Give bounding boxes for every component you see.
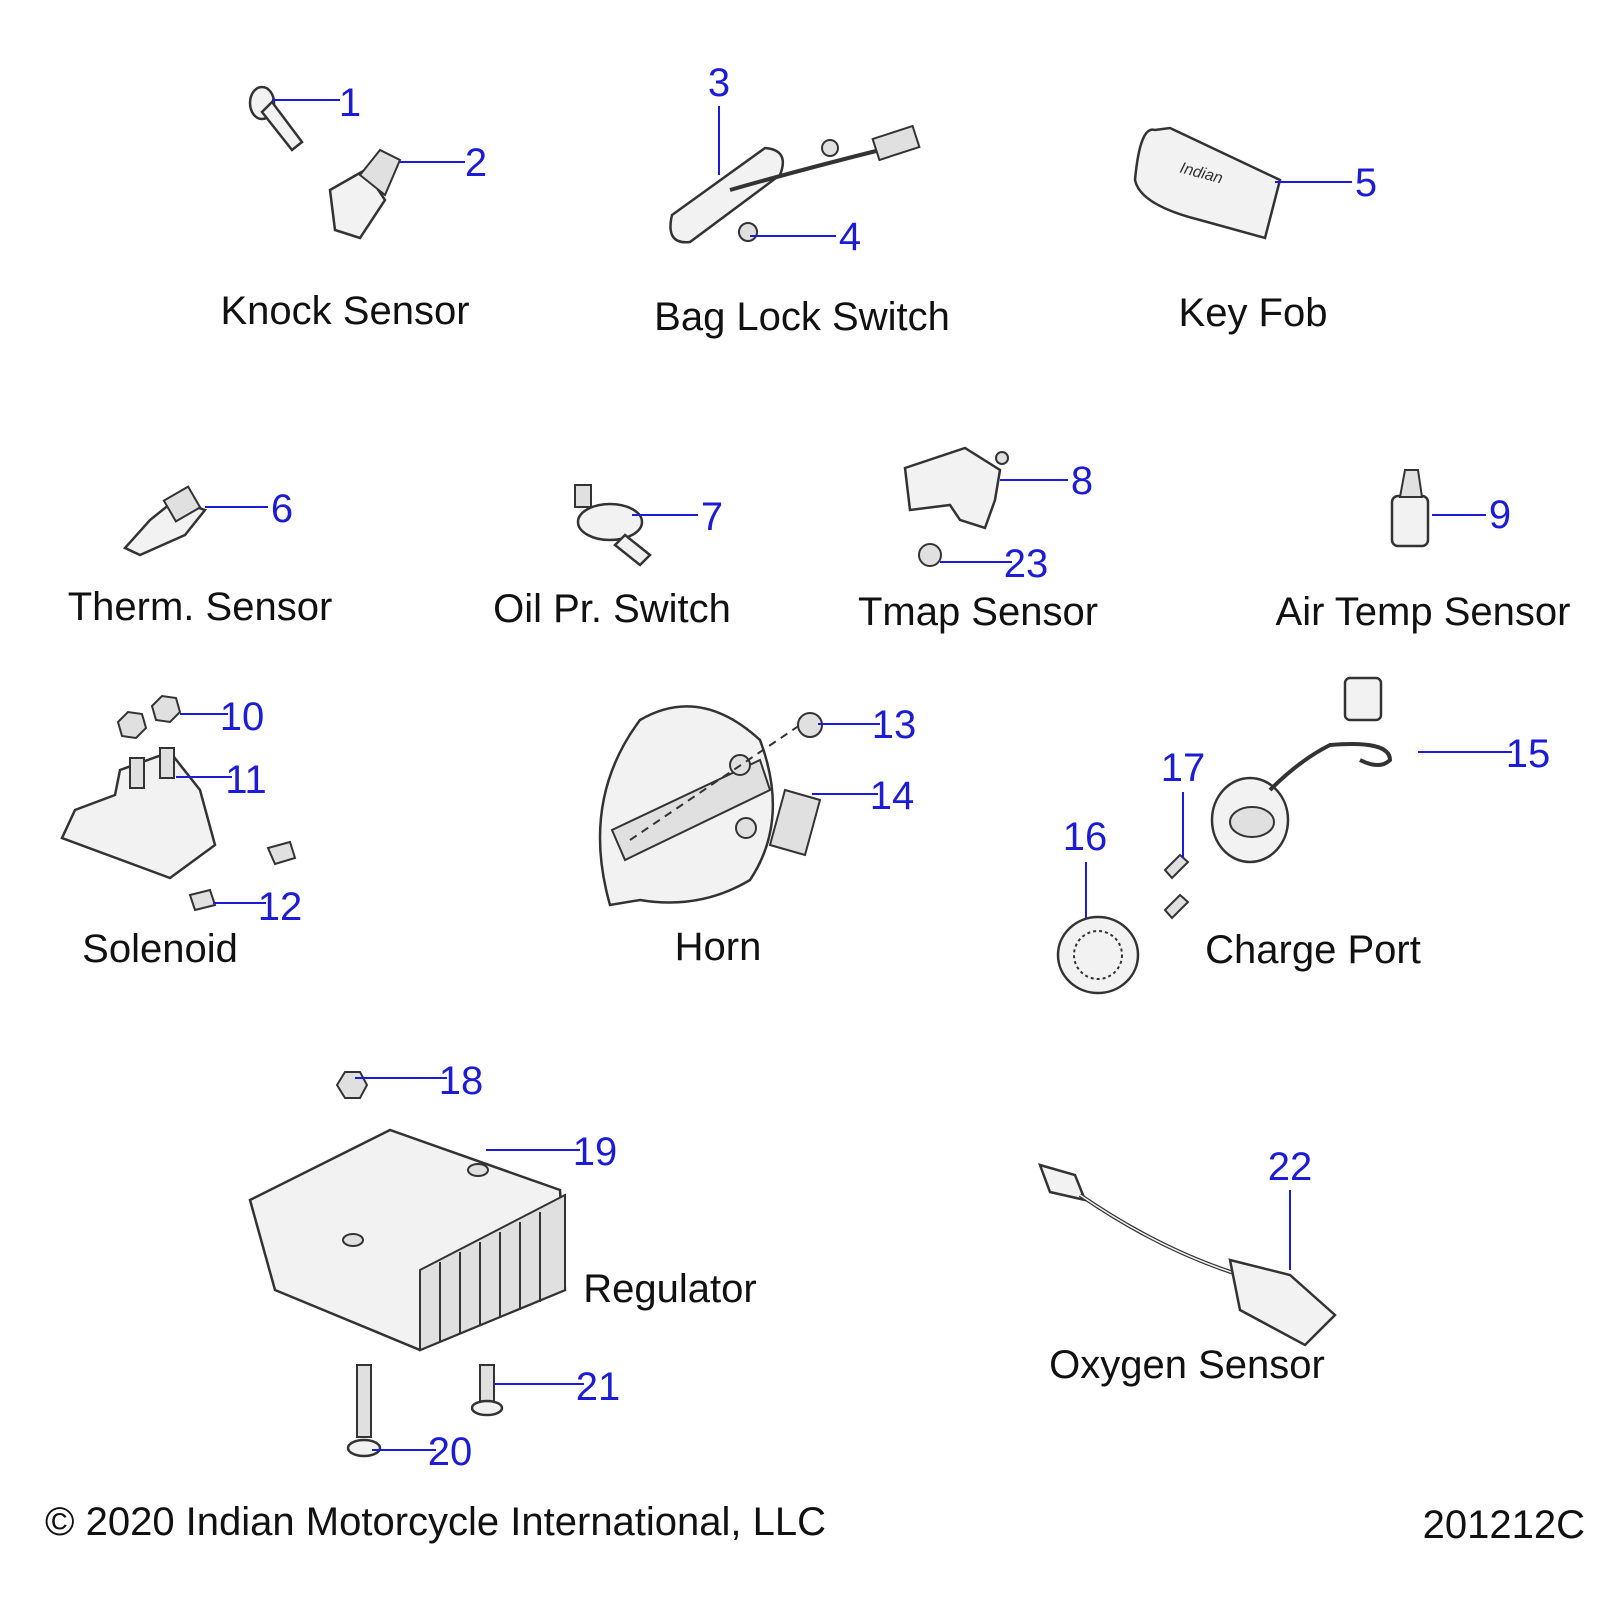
callout-number-22[interactable]: 22 — [1268, 1145, 1313, 1189]
group-label-baglock: Bag Lock Switch — [654, 295, 950, 339]
group-label-tmap: Tmap Sensor — [858, 590, 1098, 634]
part-23-screw[interactable] — [918, 543, 942, 567]
callout-number-3[interactable]: 3 — [708, 61, 730, 105]
callout-number-4[interactable]: 4 — [839, 215, 861, 259]
callout-number-7[interactable]: 7 — [701, 495, 723, 539]
part-9-air-temp-sensor[interactable] — [1390, 469, 1430, 548]
part-7-oil-pressure-switch[interactable] — [574, 484, 652, 567]
part-12-screws[interactable] — [188, 840, 297, 912]
callout-number-8[interactable]: 8 — [1071, 459, 1093, 503]
part-14-horn[interactable] — [598, 705, 822, 907]
part-18-nut[interactable] — [335, 1071, 369, 1099]
copyright-text: © 2020 Indian Motorcycle International, … — [45, 1500, 826, 1544]
part-1-screw[interactable] — [248, 85, 304, 152]
group-label-therm: Therm. Sensor — [68, 585, 333, 629]
group-labels: Knock Sensor Bag Lock Switch Key FobTherm.… — [68, 289, 1571, 1387]
callout-number-12[interactable]: 12 — [258, 885, 303, 929]
callout-number-1[interactable]: 1 — [339, 81, 361, 125]
group-label-horn: Horn — [675, 925, 762, 969]
part-3-bag-lock-switch[interactable] — [669, 124, 921, 244]
group-label-keyfob: Key Fob — [1179, 291, 1328, 335]
part-4-screw[interactable] — [738, 222, 758, 242]
group-label-chargeport: Charge Port — [1205, 928, 1421, 972]
drawing-number: 201212C — [1423, 1503, 1585, 1547]
callout-number-5[interactable]: 5 — [1355, 161, 1377, 205]
part-6-thermistor-sensor[interactable] — [122, 485, 208, 557]
part-17-screws[interactable] — [1163, 853, 1190, 920]
callout-number-23[interactable]: 23 — [1004, 542, 1049, 586]
callout-number-9[interactable]: 9 — [1489, 493, 1511, 537]
part-8-tmap-sensor[interactable] — [903, 446, 1009, 530]
callout-number-13[interactable]: 13 — [872, 703, 917, 747]
part-16-charge-port-cap[interactable] — [1056, 915, 1140, 995]
callout-number-14[interactable]: 14 — [870, 774, 915, 818]
callout-number-10[interactable]: 10 — [220, 695, 265, 739]
callout-number-16[interactable]: 16 — [1063, 815, 1108, 859]
group-label-oilpr: Oil Pr. Switch — [493, 587, 731, 631]
group-label-knock: Knock Sensor — [220, 289, 469, 333]
part-11-solenoid[interactable] — [60, 747, 217, 880]
group-label-airtemp: Air Temp Sensor — [1276, 590, 1571, 634]
part-20-bolt[interactable] — [346, 1364, 382, 1458]
part-19-regulator[interactable] — [248, 1128, 567, 1352]
callout-number-17[interactable]: 17 — [1161, 746, 1206, 790]
callout-number-19[interactable]: 19 — [573, 1130, 618, 1174]
callout-number-6[interactable]: 6 — [271, 487, 293, 531]
part-2-knock-sensor[interactable] — [328, 148, 402, 240]
part-22-oxygen-sensor[interactable] — [1037, 1163, 1337, 1347]
part-illustrations: Indian — [60, 85, 1430, 1458]
group-label-oxygen: Oxygen Sensor — [1049, 1343, 1325, 1387]
callout-number-20[interactable]: 20 — [428, 1430, 473, 1474]
callout-number-2[interactable]: 2 — [465, 141, 487, 185]
part-10-nuts[interactable] — [116, 694, 182, 740]
part-15-charge-port-harness[interactable] — [1210, 676, 1393, 864]
callout-number-18[interactable]: 18 — [439, 1059, 484, 1103]
callout-number-21[interactable]: 21 — [576, 1365, 621, 1409]
group-label-solenoid: Solenoid — [82, 927, 238, 971]
callout-number-15[interactable]: 15 — [1506, 732, 1551, 776]
part-5-key-fob[interactable]: Indian — [1133, 126, 1282, 240]
part-21-bolt[interactable] — [470, 1364, 504, 1417]
callout-number-11[interactable]: 11 — [225, 758, 267, 802]
group-label-regulator: Regulator — [583, 1267, 756, 1311]
